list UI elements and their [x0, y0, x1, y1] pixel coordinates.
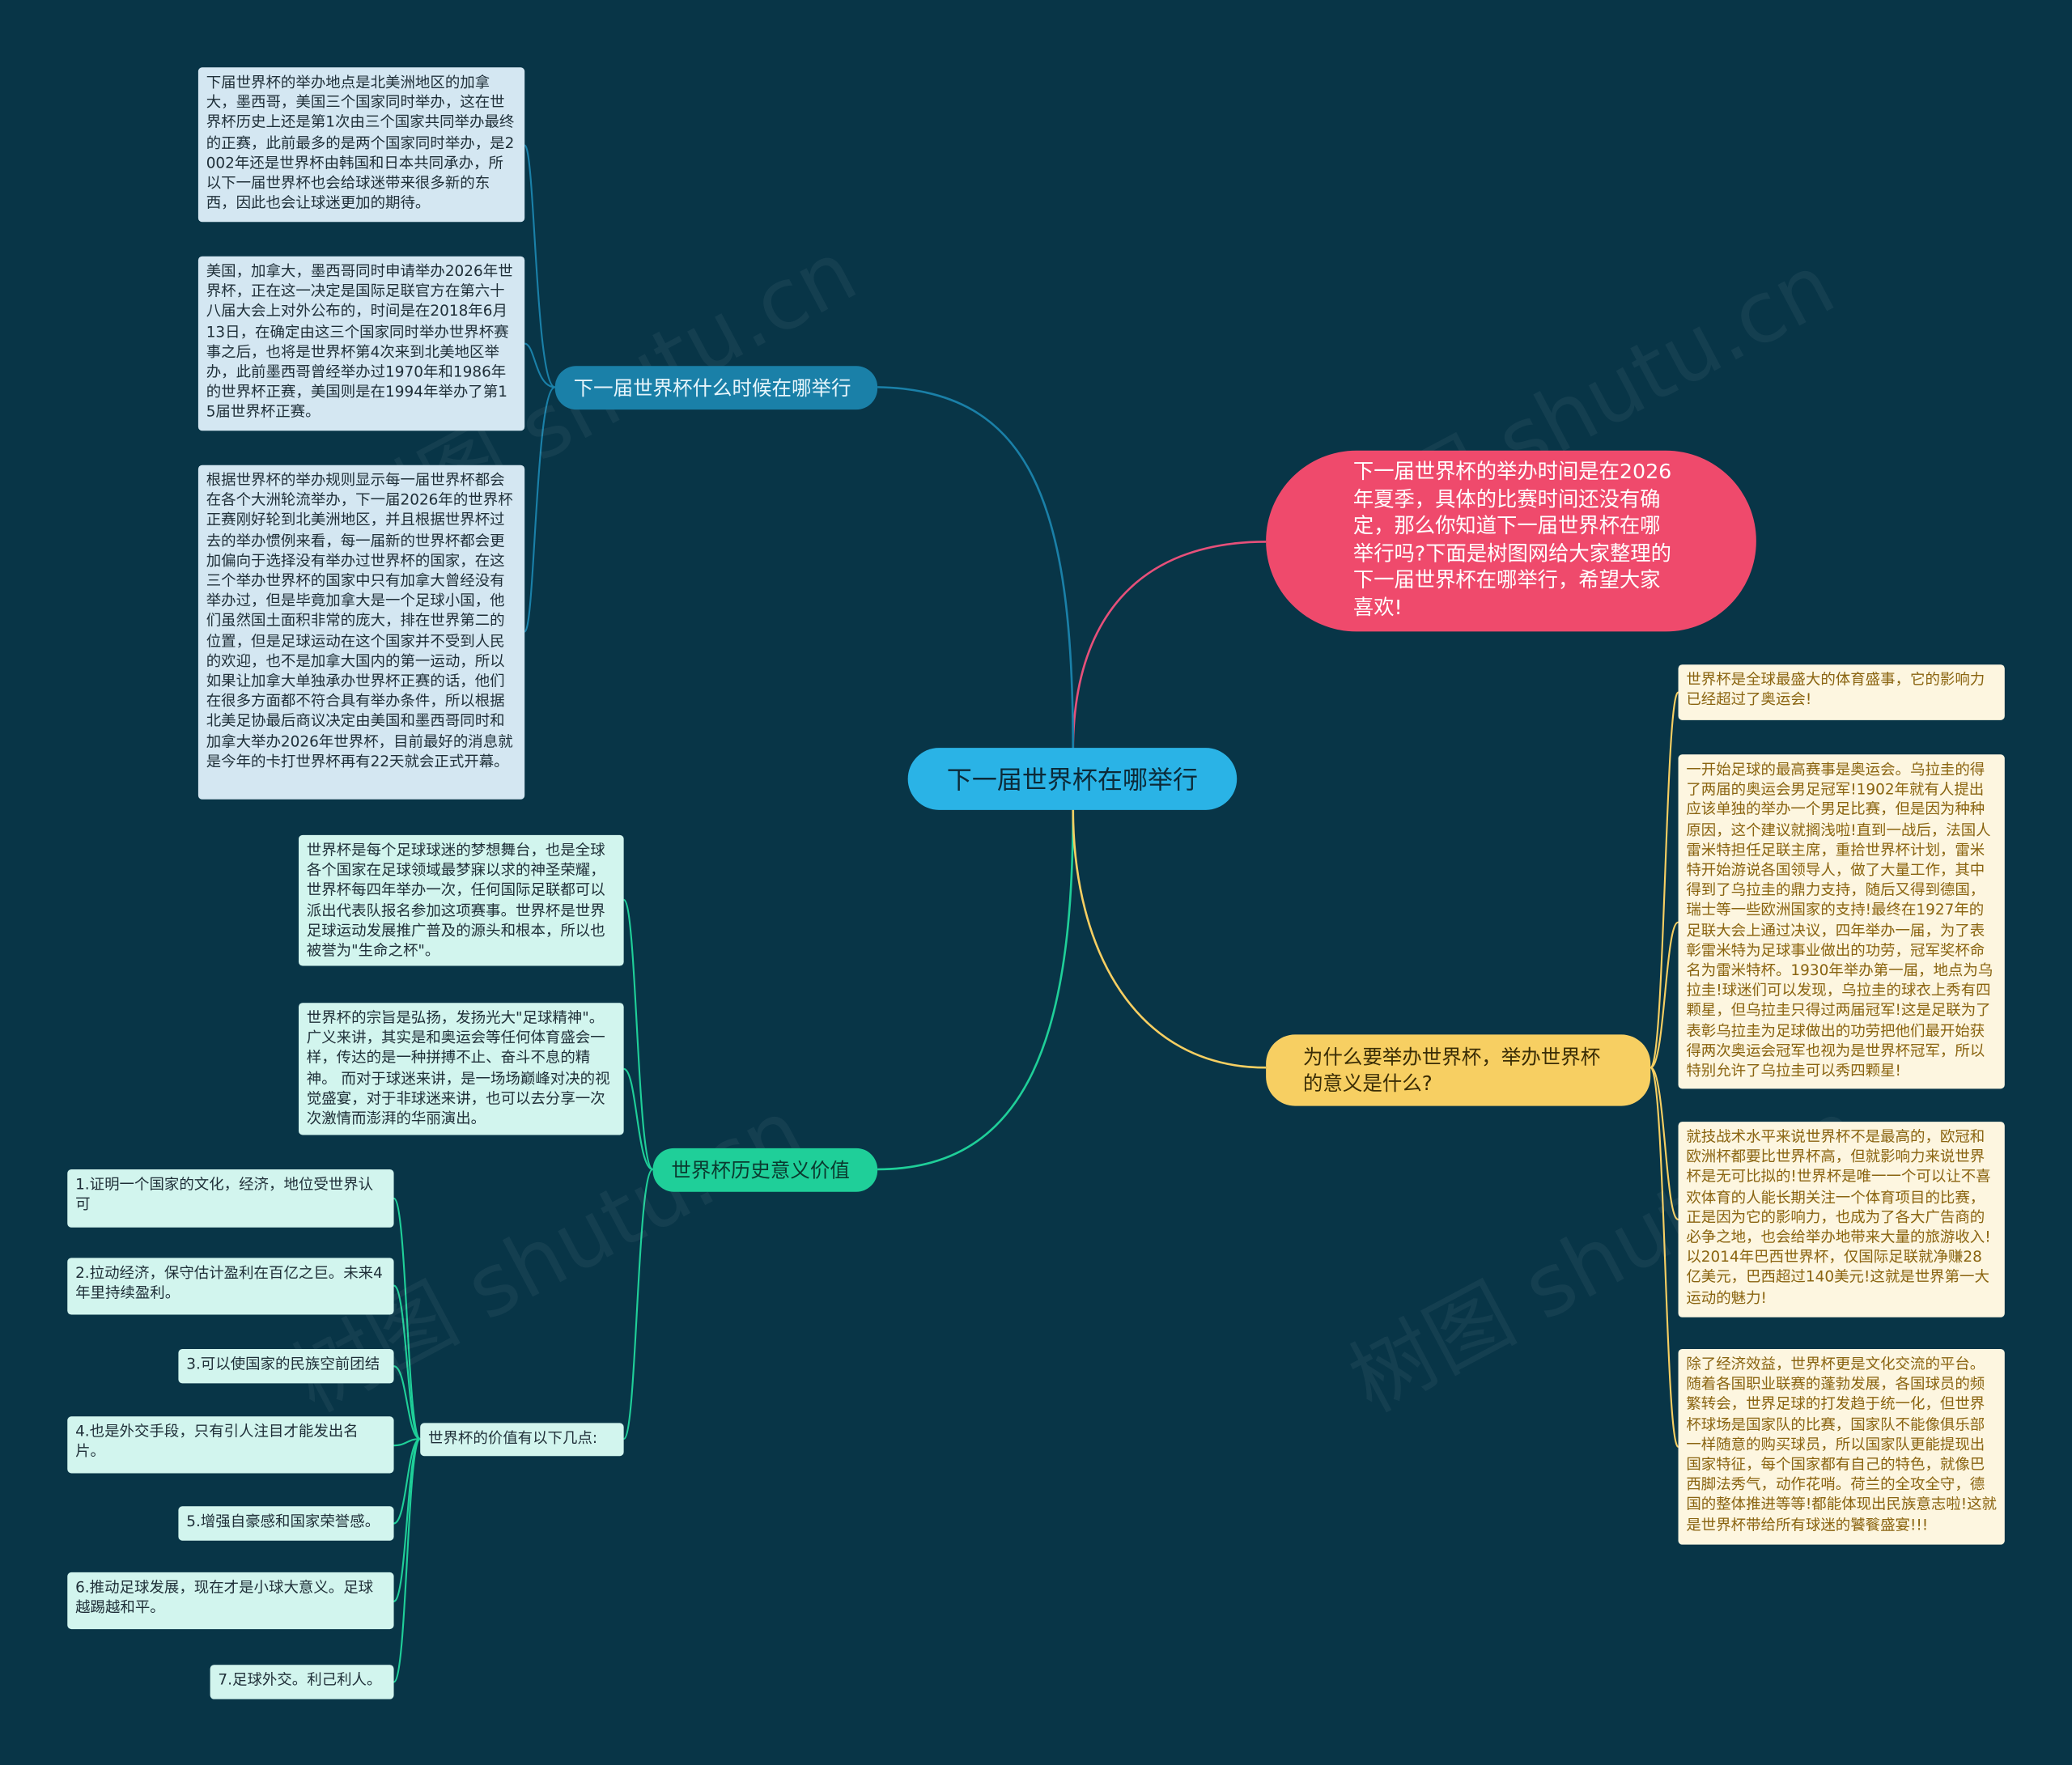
- link-root-why: [1072, 808, 1267, 1069]
- links-value-leaves: [622, 898, 654, 1440]
- leaf-when-3[interactable]: 根据世界杯的举办规则显示每一届世界杯都会在各个大洲轮流举办，下一届2026年的世…: [197, 465, 525, 800]
- leaf-value-point-3[interactable]: 3.可以使国家的民族空前团结: [178, 1348, 394, 1384]
- leaf-value-1[interactable]: 世界杯是每个足球球迷的梦想舞台，也是全球各个国家在足球领域最梦寐以求的神圣荣耀，…: [298, 834, 624, 966]
- link-root-value: [877, 808, 1075, 1171]
- root-topic[interactable]: 下一届世界杯在哪举行: [907, 748, 1238, 810]
- branch-why-host[interactable]: 为什么要举办世界杯，举办世界杯的意义是什么?: [1266, 1034, 1651, 1106]
- links-why-leaves: [1650, 691, 1679, 1448]
- leaf-why-2[interactable]: 一开始足球的最高赛事是奥运会。乌拉圭的得了两届的奥运会男足冠军!1902年就有人…: [1678, 754, 2005, 1089]
- leaf-value-point-1[interactable]: 1.证明一个国家的文化，经济，地位受世界认可: [67, 1169, 394, 1228]
- leaf-value-point-4[interactable]: 4.也是外交手段，只有引人注目才能发出名片。: [67, 1416, 394, 1474]
- leaf-value-2[interactable]: 世界杯的宗旨是弘扬，发扬光大"足球精神"。广义来讲，其实是和奥运会等任何体育盛会…: [298, 1003, 624, 1135]
- leaf-when-1[interactable]: 下届世界杯的举办地点是北美洲地区的加拿大，墨西哥，美国三个国家同时举办，这在世界…: [197, 67, 525, 223]
- leaf-when-2[interactable]: 美国，加拿大，墨西哥同时申请举办2026年世界杯，正在这一决定是国际足联官方在第…: [197, 256, 525, 431]
- link-root-intro: [1072, 541, 1267, 751]
- leaf-why-1[interactable]: 世界杯是全球最盛大的体育盛事，它的影响力已经超过了奥运会!: [1678, 664, 2005, 720]
- leaf-why-3[interactable]: 就技战术水平来说世界杯不是最高的，欧冠和欧洲杯都要比世界杯高，但就影响力来说世界…: [1678, 1122, 2005, 1317]
- leaf-value-point-2[interactable]: 2.拉动经济，保守估计盈利在百亿之巨。未来4年里持续盈利。: [67, 1258, 394, 1315]
- branch-when-where[interactable]: 下一届世界杯什么时候在哪举行: [554, 366, 878, 410]
- leaf-value-point-5[interactable]: 5.增强自豪感和国家荣誉感。: [178, 1506, 394, 1541]
- leaf-value-point-6[interactable]: 6.推动足球发展，现在才是小球大意义。足球越踢越和平。: [67, 1572, 394, 1630]
- links-when-leaves: [524, 144, 556, 633]
- leaf-value-point-7[interactable]: 7.足球外交。利己利人。: [210, 1665, 394, 1699]
- intro-summary[interactable]: 下一届世界杯的举办时间是在2026年夏季，具体的比赛时间还没有确定，那么你知道下…: [1266, 450, 1756, 632]
- leaf-why-4[interactable]: 除了经济效益，世界杯更是文化交流的平台。随着各国职业联赛的蓬勃发展，各国球员的频…: [1678, 1348, 2005, 1545]
- links-value-points: [393, 1197, 422, 1683]
- leaf-value-points-label[interactable]: 世界杯的价值有以下几点:: [420, 1423, 624, 1457]
- branch-history-value[interactable]: 世界杯历史意义价值: [652, 1148, 878, 1192]
- link-root-when: [877, 386, 1075, 751]
